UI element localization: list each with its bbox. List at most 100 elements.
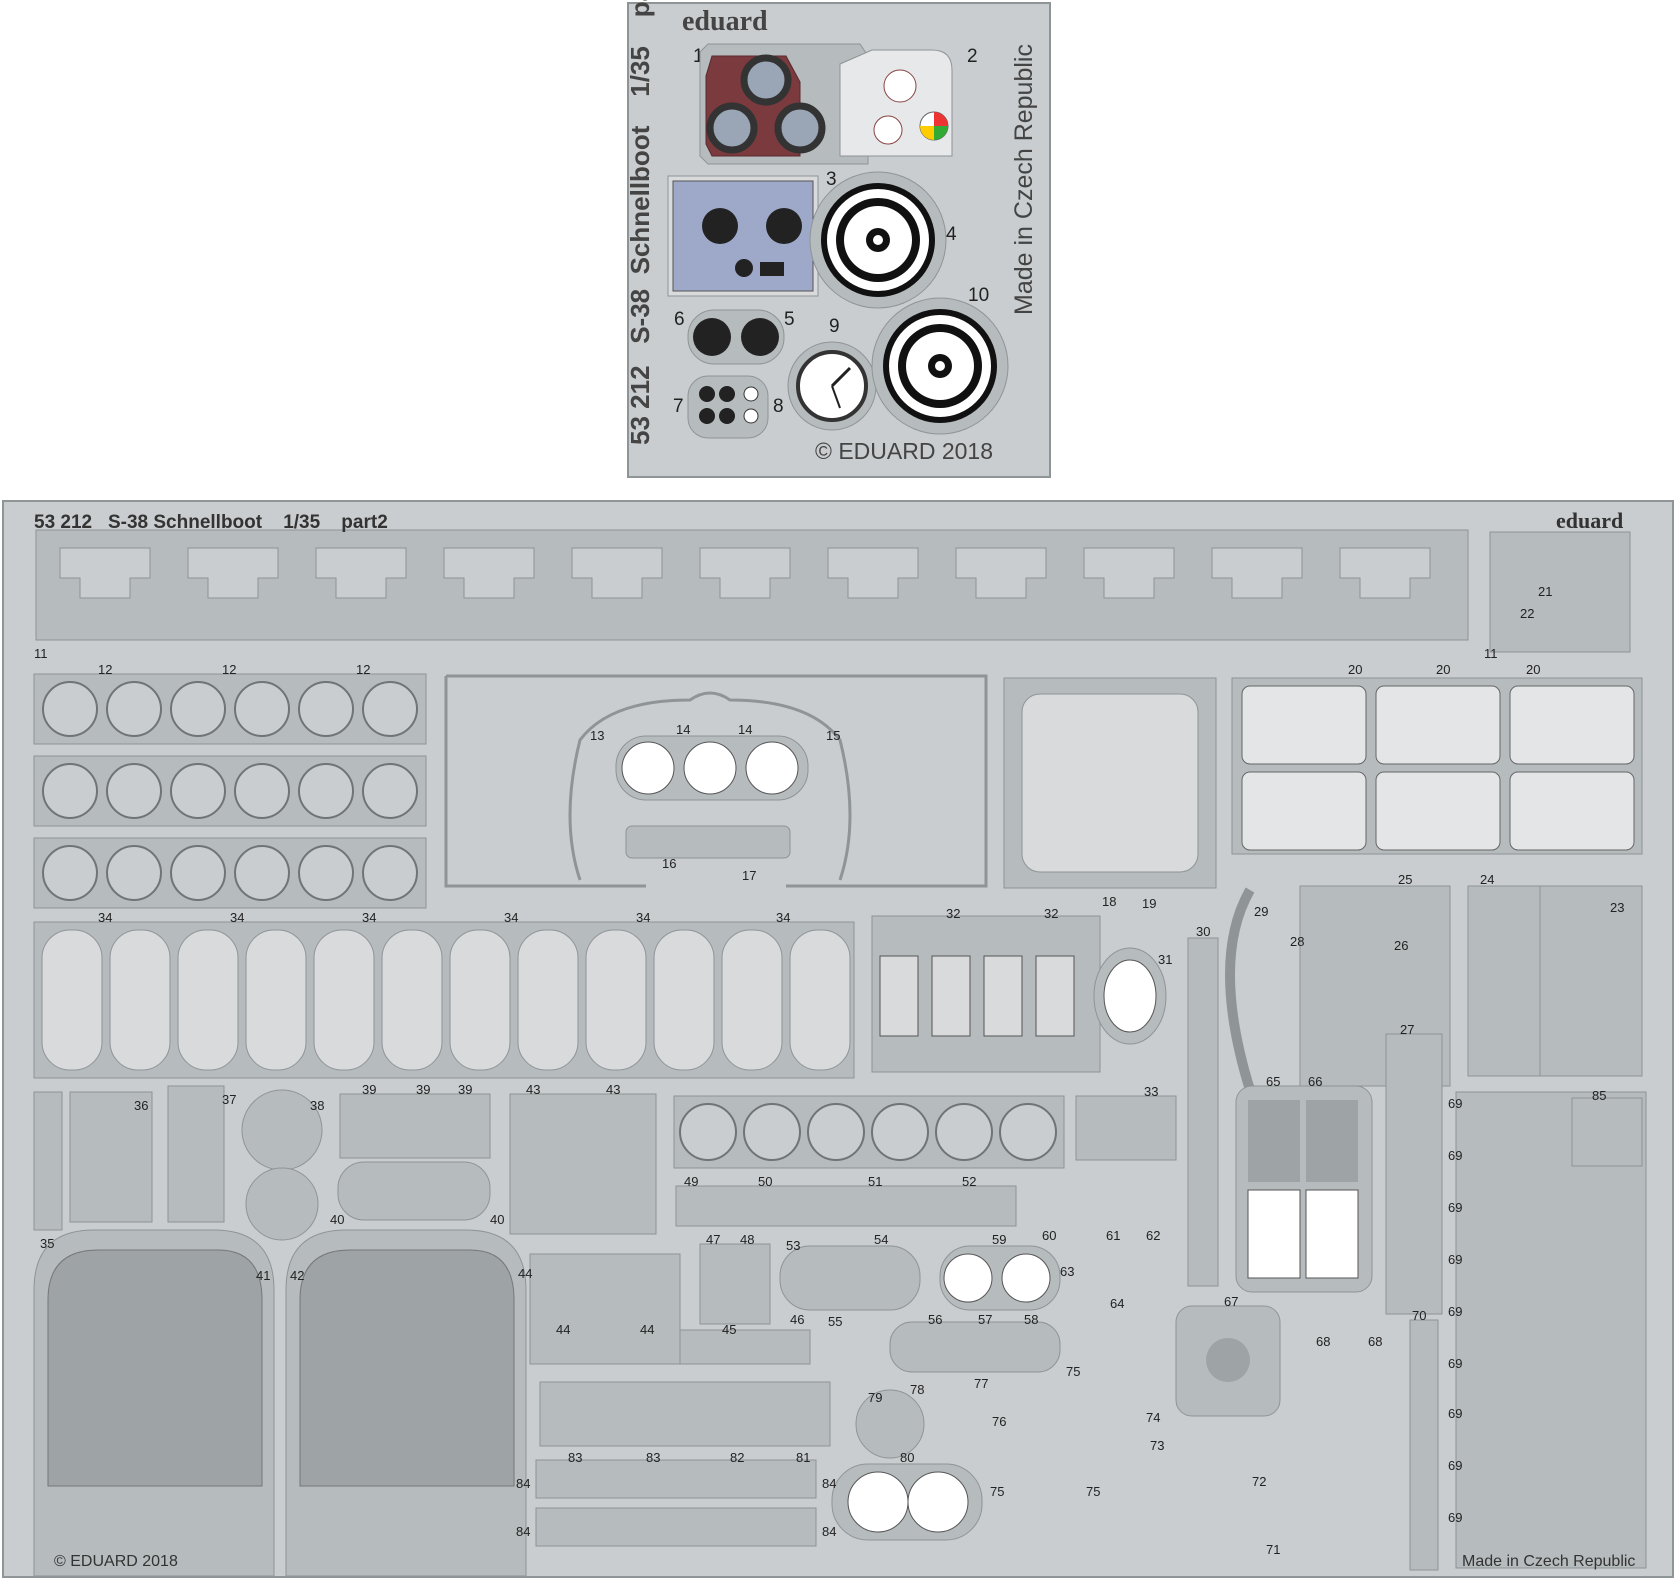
part-18-hatch [1021,693,1199,873]
part-45 [679,1329,811,1365]
part-number-label: 34 [362,910,377,925]
part-number-label: 61 [1106,1228,1121,1243]
part-number-label: 30 [1196,924,1211,939]
part-29 [1225,887,1255,1092]
part1-lights-7-8 [687,375,769,439]
part-number-label: 41 [256,1268,271,1283]
part-number-label: 20 [1348,662,1363,677]
part-number-label: 44 [640,1322,655,1337]
parts-69 [1455,1091,1647,1569]
p1-num-6: 6 [674,309,685,330]
part-85 [1571,1097,1643,1167]
part-number-label: 11 [1484,646,1498,661]
part-number-label: 47 [706,1232,721,1247]
part-number-label: 43 [606,1082,621,1097]
part-number-label: 42 [290,1268,305,1283]
part-number-label: 65 [1266,1074,1281,1089]
part-number-label: 82 [730,1450,745,1465]
part-number-label: 32 [1044,906,1059,921]
part1-panel-1 [699,43,869,165]
part-number-label: 22 [1520,606,1535,621]
part-number-label: 81 [796,1450,811,1465]
p1-num-9: 9 [829,316,840,337]
strip-30 [1187,937,1219,1287]
part-number-label: 80 [900,1450,915,1465]
part-number-label: 60 [1042,1228,1057,1243]
ovals-34-frame [33,921,855,1079]
part-36 [69,1091,153,1223]
part1-panel-2 [839,49,953,157]
part-35 [33,1091,63,1231]
part-number-label: 69 [1448,1200,1463,1215]
part1-knobs-5-6 [687,309,785,365]
part-number-label: 51 [868,1174,883,1189]
part-number-label: 62 [1146,1228,1161,1243]
part-number-label: 72 [1252,1474,1267,1489]
part-number-label: 73 [1150,1438,1165,1453]
part-number-label: 39 [416,1082,431,1097]
part-number-label: 75 [1086,1484,1101,1499]
part-number-label: 40 [330,1212,345,1227]
part-number-label: 23 [1610,900,1625,915]
part-number-label: 70 [1412,1308,1427,1323]
part-number-label: 48 [740,1232,755,1247]
part-number-label: 56 [928,1312,943,1327]
p1-num-5: 5 [784,309,795,330]
part-number-label: 44 [556,1322,571,1337]
part-number-label: 29 [1254,904,1269,919]
parts-53-54 [779,1245,921,1311]
p1-num-7: 7 [673,396,684,417]
part-44 [529,1253,681,1365]
part-number-label: 67 [1224,1294,1239,1309]
part-number-label: 44 [518,1266,533,1281]
part-16-17 [625,825,791,859]
part-number-label: 34 [504,910,519,925]
strip-70 [1409,1319,1439,1571]
part-number-label: 69 [1448,1252,1463,1267]
part-number-label: 71 [1266,1542,1281,1557]
vents-40 [337,1161,491,1221]
part-number-label: 85 [1592,1088,1607,1103]
part-number-label: 43 [526,1082,541,1097]
strip-27 [1385,1033,1443,1315]
part-number-label: 39 [458,1082,473,1097]
part-number-label: 69 [1448,1148,1463,1163]
p1-num-4: 4 [946,224,957,245]
parts-56-58 [889,1321,1061,1373]
part-number-label: 19 [1142,896,1157,911]
part-number-label: 17 [742,868,757,883]
part1-compass-10 [871,297,1009,435]
part-number-label: 34 [98,910,113,925]
part-number-label: 25 [1398,872,1413,887]
part-number-label: 78 [910,1382,925,1397]
part2-copyright: © EDUARD 2018 [54,1553,178,1570]
p1-num-1: 1 [693,46,704,67]
frame-13-15 [444,674,988,888]
part-number-label: 36 [134,1098,149,1113]
part-number-label: 84 [516,1524,531,1539]
part-number-label: 31 [1158,952,1173,967]
vent-38b [245,1167,319,1241]
part-number-label: 54 [874,1232,889,1247]
part-number-label: 69 [1448,1510,1463,1525]
part-number-label: 69 [1448,1458,1463,1473]
strip-84a [535,1459,817,1499]
rings-12-rows [33,673,427,909]
part-number-label: 77 [974,1376,989,1391]
part-43 [509,1093,657,1235]
part1-copyright: © EDUARD 2018 [815,438,994,464]
part-number-label: 50 [758,1174,773,1189]
part-number-label: 12 [222,662,237,677]
part-number-label: 13 [590,728,605,743]
p1-num-2: 2 [967,46,978,67]
part-number-label: 15 [826,728,841,743]
part2-brand: eduard [1556,508,1624,533]
part-number-label: 38 [310,1098,325,1113]
part-21-22 [1489,531,1631,653]
part-number-label: 34 [776,910,791,925]
part-number-label: 63 [1060,1264,1075,1279]
p1-num-3: 3 [826,169,837,190]
part-number-label: 45 [722,1322,737,1337]
part-number-label: 69 [1448,1356,1463,1371]
